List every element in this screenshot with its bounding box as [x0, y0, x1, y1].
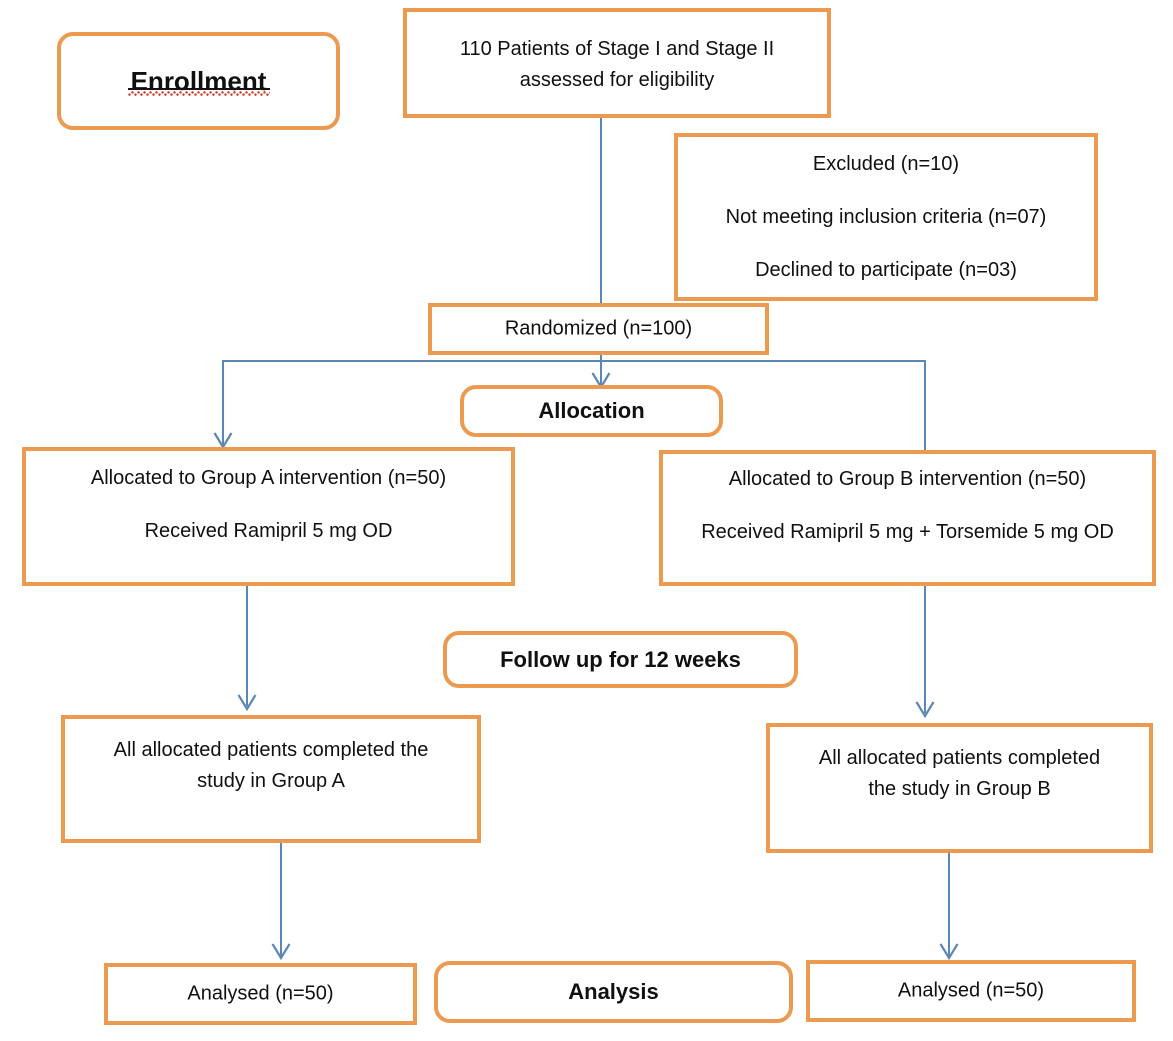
node-assessed-text: 110 Patients of Stage I and Stage II ass… [459, 38, 775, 91]
node-group-b-completed: All allocated patients completed the stu… [766, 723, 1153, 853]
node-group-b-analysed: Analysed (n=50) [806, 960, 1136, 1022]
node-group-b-allocated-text: Allocated to Group B intervention (n=50)… [701, 468, 1114, 543]
stage-label-analysis-text: Analysis [568, 978, 659, 1004]
node-group-b-completed-text: All allocated patients completed the stu… [818, 747, 1101, 800]
node-group-a-allocated: Allocated to Group A intervention (n=50)… [22, 447, 515, 586]
connector-split-right-leg [924, 360, 926, 450]
stage-label-enrollment: Enrollment [57, 32, 340, 130]
arrowhead-to-group-b-analysed [939, 943, 959, 961]
connector-split-left-leg [222, 360, 224, 447]
connector-group-b-completed-to-analysed [948, 853, 950, 957]
node-randomized-text: Randomized (n=100) [504, 317, 693, 340]
stage-label-allocation: Allocation [460, 385, 723, 437]
node-group-a-completed-text: All allocated patients completed the stu… [113, 739, 429, 792]
stage-label-enrollment-text: Enrollment [130, 65, 267, 96]
stage-label-allocation-text: Allocation [538, 397, 645, 423]
node-assessed-for-eligibility: 110 Patients of Stage I and Stage II ass… [403, 8, 831, 118]
connector-group-b-allocated-to-completed [924, 586, 926, 713]
node-excluded-text: Excluded (n=10) Not meeting inclusion cr… [725, 153, 1047, 281]
enrollment-underline [128, 88, 270, 90]
arrowhead-to-group-b-completed [915, 701, 935, 719]
connector-group-a-allocated-to-completed [246, 586, 248, 706]
node-group-a-analysed-text: Analysed (n=50) [187, 982, 334, 1005]
arrowhead-to-group-a-analysed [271, 943, 291, 961]
connector-assessed-to-randomized [600, 116, 602, 306]
node-group-a-analysed: Analysed (n=50) [104, 963, 417, 1025]
stage-label-analysis: Analysis [434, 961, 793, 1023]
arrowhead-to-group-a-completed [237, 694, 257, 712]
connector-randomized-down [600, 352, 602, 392]
node-group-b-analysed-text: Analysed (n=50) [897, 979, 1045, 1002]
connector-group-a-completed-to-analysed [280, 843, 282, 957]
connector-split-bar [222, 360, 926, 362]
stage-label-followup: Follow up for 12 weeks [443, 631, 798, 688]
stage-label-followup-text: Follow up for 12 weeks [500, 646, 741, 672]
node-group-a-allocated-text: Allocated to Group A intervention (n=50)… [90, 467, 447, 542]
node-group-a-completed: All allocated patients completed the stu… [61, 715, 481, 843]
node-group-b-allocated: Allocated to Group B intervention (n=50)… [659, 450, 1156, 586]
node-excluded: Excluded (n=10) Not meeting inclusion cr… [674, 133, 1098, 301]
node-randomized: Randomized (n=100) [428, 303, 769, 355]
spellcheck-squiggle-icon [128, 91, 270, 96]
